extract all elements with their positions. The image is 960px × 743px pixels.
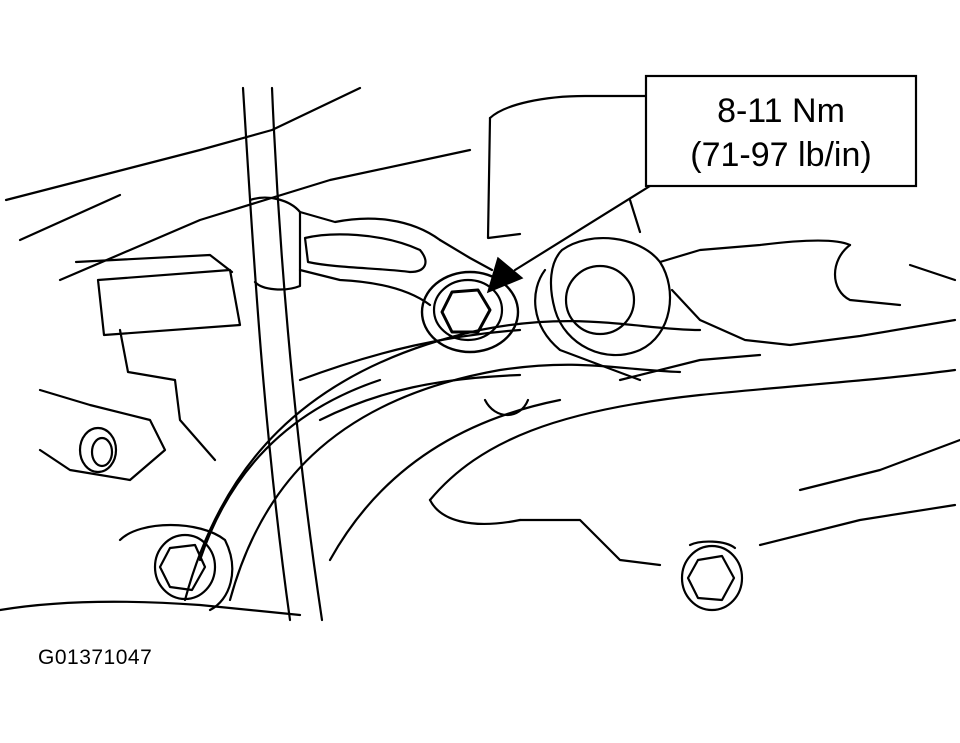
figure-id: G01371047 [38, 646, 153, 669]
lower-left-boss [118, 524, 234, 612]
rod-clamp [248, 196, 302, 291]
vertical-rod [241, 86, 292, 622]
roller-outer [549, 237, 672, 356]
torque-callout: 8-11 Nm (71-97 lb/in) [644, 74, 918, 188]
callout-leader-line [513, 184, 652, 272]
lower-right-bolt [680, 544, 744, 612]
hex-bolt-icon [420, 270, 520, 354]
roller-inner [564, 264, 636, 336]
lower-left-bolt [153, 533, 217, 601]
left-boss [38, 388, 167, 482]
torque-nm-label: 8-11 Nm [717, 92, 845, 130]
upper-housing [488, 94, 647, 120]
upper-frame-lines [4, 86, 362, 202]
torque-lbin-label: (71-97 lb/in) [690, 136, 871, 174]
left-bracket [96, 268, 242, 337]
clamp-slot [303, 233, 427, 274]
lower-housing [518, 518, 662, 567]
right-casing [658, 239, 852, 264]
arrow-pointer-icon [486, 256, 524, 294]
housing-sweep-2 [428, 368, 957, 502]
left-boss-hole [78, 426, 118, 474]
